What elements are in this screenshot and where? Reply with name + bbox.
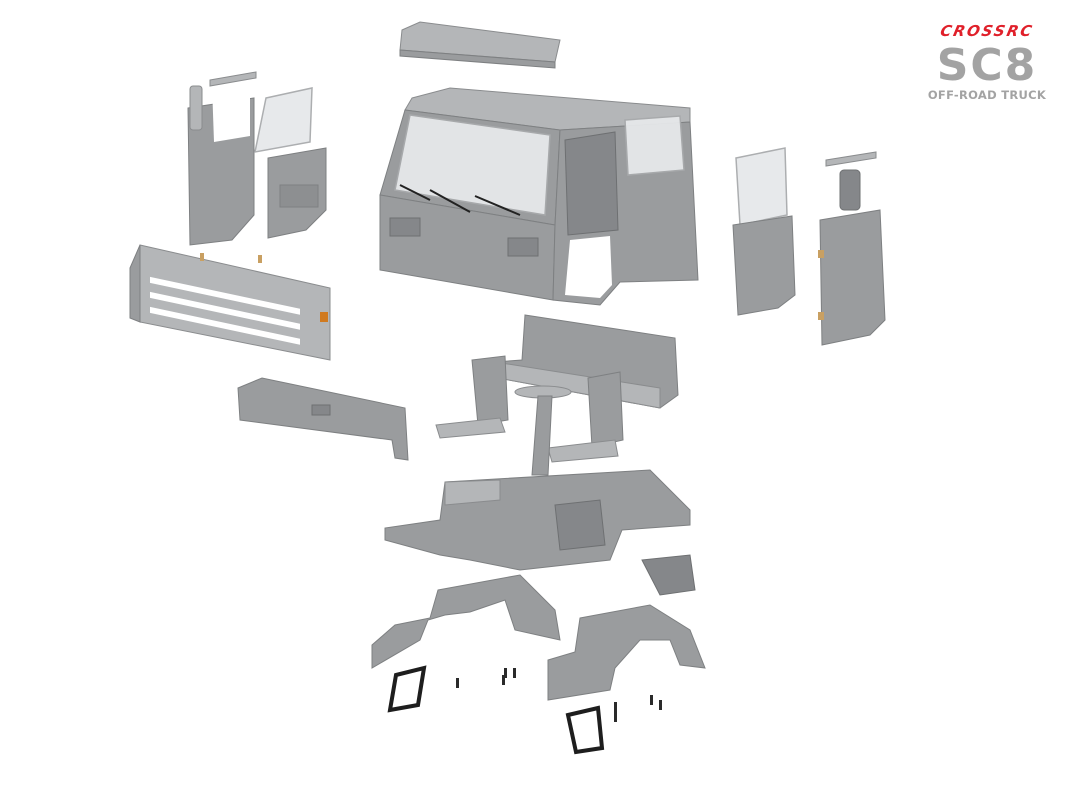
brand-logo: CROSSRC SC8 OFF-ROAD TRUCK (922, 22, 1052, 102)
dashboard (237, 377, 409, 461)
driver-seat (435, 355, 509, 439)
model-subtitle: OFF-ROAD TRUCK (927, 88, 1047, 102)
right-door (818, 151, 886, 346)
front-grille (129, 244, 331, 361)
cab-floor (384, 469, 691, 571)
steering-column (514, 385, 572, 476)
brand-name: CROSSRC (938, 22, 1036, 40)
left-door-window (254, 87, 313, 153)
right-fender (547, 604, 706, 701)
cab-shell (379, 87, 699, 362)
left-step-frame (387, 665, 427, 713)
left-door-inner-panel (267, 147, 327, 239)
screws (456, 668, 662, 722)
passenger-seat (547, 371, 624, 463)
left-door-frame (187, 71, 257, 246)
right-door-window-panel (732, 147, 796, 316)
left-fender (371, 574, 561, 669)
right-step-frame (565, 705, 605, 755)
pedal-box (641, 554, 696, 596)
roof-visor (399, 21, 561, 69)
model-name: SC8 (936, 40, 1038, 91)
